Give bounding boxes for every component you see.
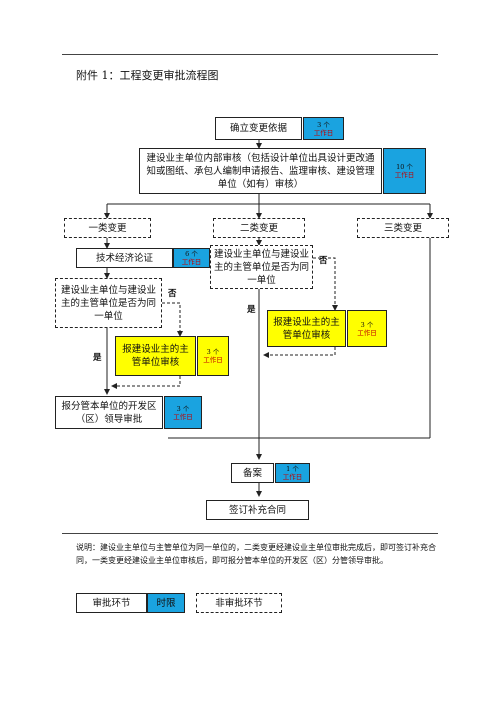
time-limit-report-2: 3 个 工作日 bbox=[347, 310, 387, 347]
top-rule bbox=[62, 54, 438, 55]
label-yes-1: 是 bbox=[93, 353, 102, 363]
time-limit-count: 3 个 bbox=[317, 120, 330, 129]
legend-time-limit: 时限 bbox=[147, 593, 185, 613]
time-limit-count: 3 个 bbox=[206, 348, 220, 356]
document-title: 附件 1：工程变更审批流程图 bbox=[76, 69, 219, 82]
time-limit-unit: 工作日 bbox=[181, 258, 202, 266]
time-limit-basis: 3 个 工作日 bbox=[303, 117, 344, 140]
node-class-2: 二类变更 bbox=[213, 218, 305, 238]
node-same-unit-1: 建设业主单位与建设业主的主管单位是否为同一单位 bbox=[55, 278, 162, 328]
time-limit-count: 1 个 bbox=[286, 465, 299, 473]
time-limit-unit: 工作日 bbox=[203, 356, 223, 364]
time-limit-tech: 6 个 工作日 bbox=[173, 248, 210, 268]
legend-non-approval: 非审批环节 bbox=[196, 593, 282, 613]
node-internal-review: 建设业主单位内部审核（包括设计单位出具设计更改通知或图纸、承包人编制申请报告、监… bbox=[139, 148, 382, 194]
label-no-1: 否 bbox=[168, 289, 177, 299]
time-limit-record: 1 个 工作日 bbox=[275, 463, 310, 483]
time-limit-report-1: 3 个 工作日 bbox=[197, 336, 229, 376]
node-leader-approval: 报分管本单位的开发区（区）领导审批 bbox=[55, 396, 163, 429]
time-limit-unit: 工作日 bbox=[357, 328, 377, 337]
time-limit-count: 3 个 bbox=[360, 320, 374, 329]
explanation-note: 说明：建设业主单位与主管单位为同一单位的，二类变更经建设业主单位审批完成后，即可… bbox=[76, 543, 436, 565]
time-limit-unit: 工作日 bbox=[282, 473, 303, 481]
node-record: 备案 bbox=[231, 463, 274, 483]
time-limit-unit: 工作日 bbox=[313, 128, 334, 137]
time-limit-count: 10 个 bbox=[396, 163, 413, 171]
time-limit-internal: 10 个 工作日 bbox=[383, 148, 426, 194]
node-class-1: 一类变更 bbox=[64, 218, 151, 238]
node-basis: 确立变更依据 bbox=[215, 117, 302, 140]
time-limit-unit: 工作日 bbox=[173, 412, 193, 421]
legend-approval: 审批环节 bbox=[76, 593, 147, 613]
node-class-3: 三类变更 bbox=[357, 218, 449, 238]
node-tech-econ: 技术经济论证 bbox=[76, 248, 173, 268]
label-no-2: 否 bbox=[319, 256, 328, 266]
label-yes-2: 是 bbox=[247, 305, 256, 315]
node-report-1: 报建设业主的主管单位审核 bbox=[115, 336, 196, 376]
node-same-unit-2: 建设业主单位与建设业主的主管单位是否为同一单位 bbox=[210, 245, 313, 289]
time-limit-count: 3 个 bbox=[176, 404, 190, 413]
bottom-rule bbox=[62, 533, 438, 534]
time-limit-unit: 工作日 bbox=[394, 171, 415, 179]
time-limit-leader: 3 个 工作日 bbox=[164, 396, 202, 429]
node-report-2: 报建设业主的主管单位审核 bbox=[267, 310, 346, 347]
time-limit-count: 6 个 bbox=[185, 250, 198, 258]
node-sign-contract: 签订补充合同 bbox=[206, 500, 309, 520]
